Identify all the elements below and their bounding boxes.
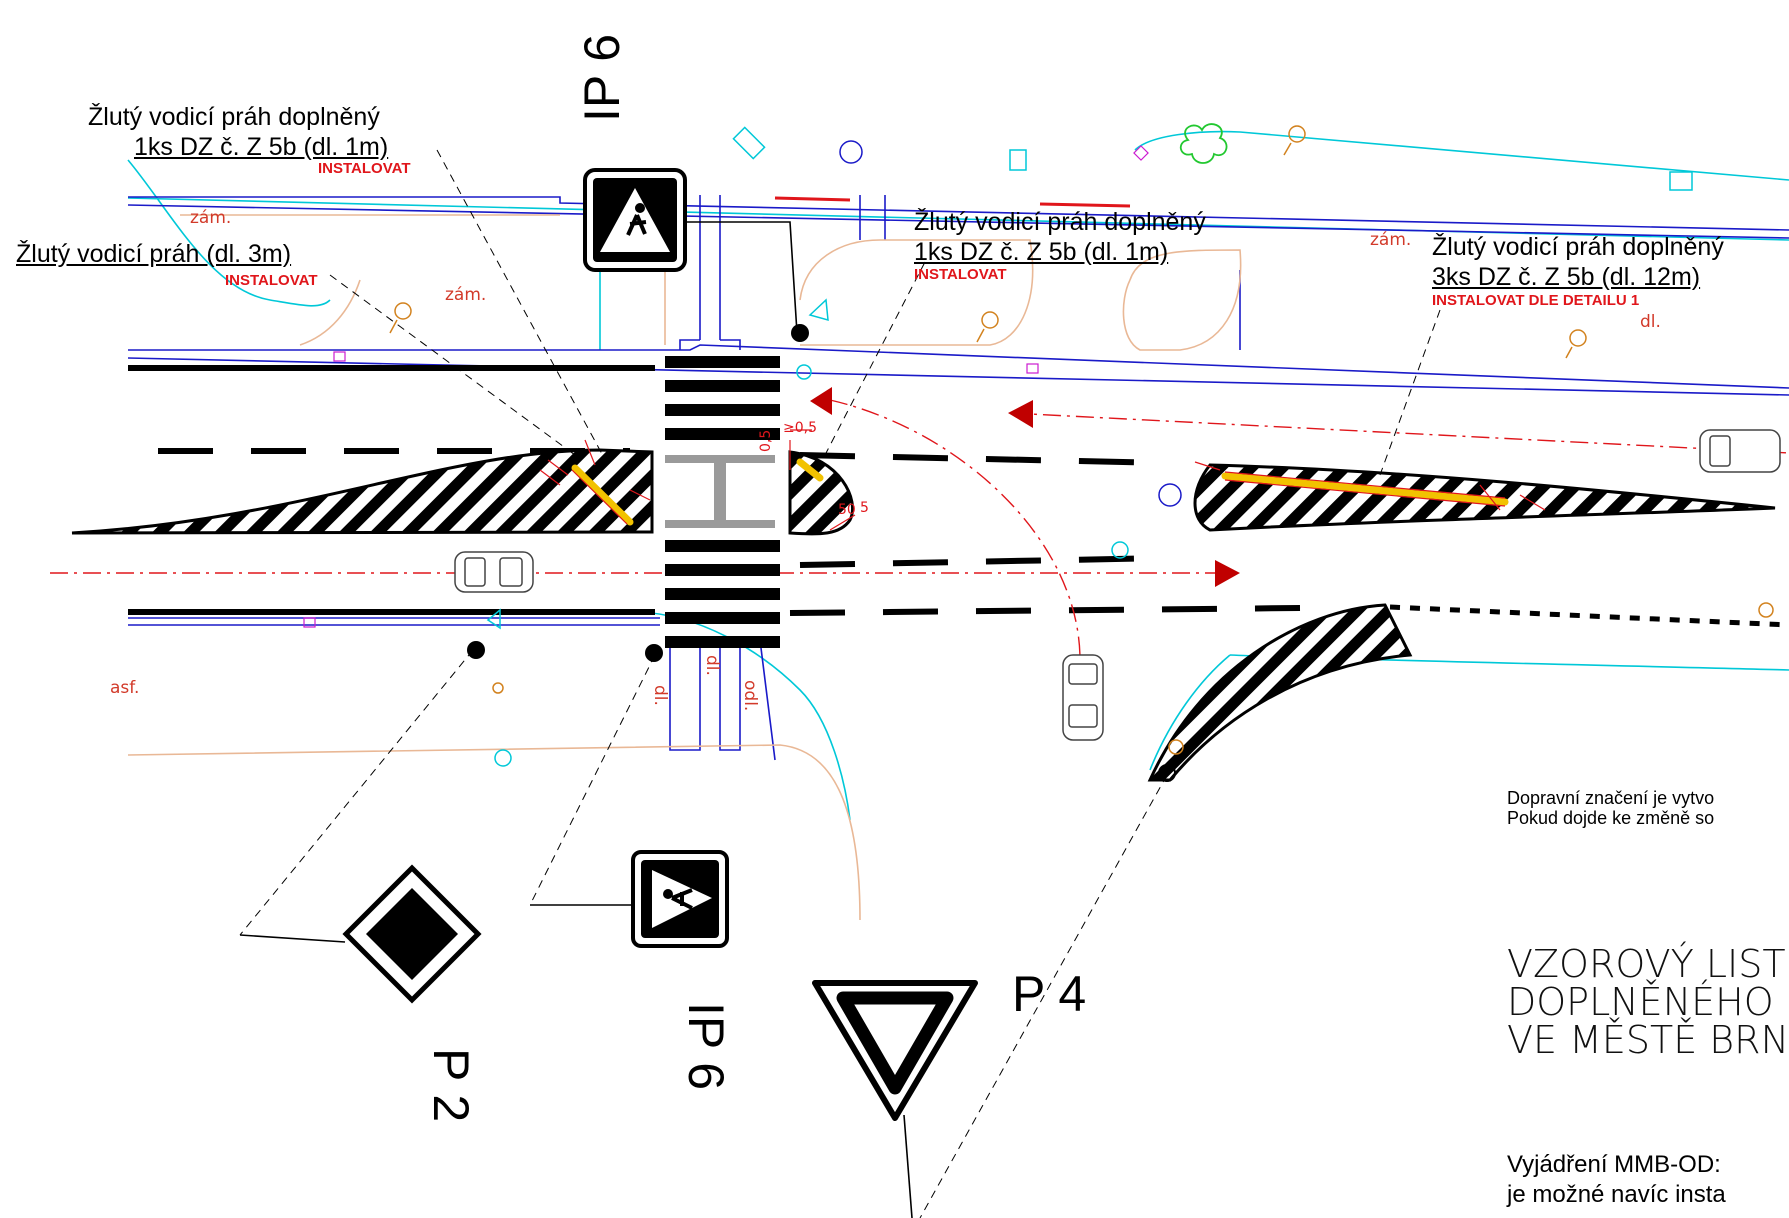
surface-label-zam-1: zám. [190, 208, 232, 228]
ip6-sign-top [583, 168, 687, 272]
cyan-symbols [486, 126, 1693, 767]
sign-leaders-solid [239, 221, 913, 1218]
leader-lines [239, 149, 1441, 1218]
sign-poles [467, 324, 1176, 782]
red-curb-segments [774, 196, 1131, 208]
annotation-a4-line1: Žlutý vodicí práh doplněný [1432, 233, 1724, 261]
vehicles [454, 429, 1781, 741]
dimension-min-0-5: ≥0,5 [783, 420, 817, 436]
surface-label-odl: odl. [740, 680, 760, 712]
annotation-a1-line1: Žlutý vodicí práh doplněný [88, 103, 380, 131]
surface-label-dl-3: dl. [702, 655, 722, 676]
annotation-a1-action: INSTALOVAT [318, 160, 411, 177]
sign-name-p4: P 4 [1012, 966, 1087, 1022]
utility-symbols [389, 125, 1774, 755]
note-line-1: Dopravní značení je vytvo [1507, 788, 1715, 808]
pedestrian-crossing [665, 356, 780, 648]
remark-line-1: Vyjádření MMB-OD: [1507, 1151, 1721, 1178]
surface-label-asf: asf. [110, 678, 140, 698]
surface-label-dl-1: dl. [1640, 312, 1661, 332]
annotation-a2-line1: Žlutý vodicí práh (dl. 3m) [16, 240, 292, 268]
yellow-threshold-outlines [571, 469, 1506, 525]
surface-label-zam-3: zám. [1370, 230, 1412, 250]
title-line-3: VE MĚSTĚ BRN [1507, 1018, 1789, 1062]
p2-sign [342, 864, 482, 1004]
dimension-50: 50 [838, 502, 856, 518]
h-marking [665, 455, 775, 528]
annotation-a3-action: INSTALOVAT [914, 266, 1007, 283]
note-line-2: Pokud dojde ke změně so [1507, 808, 1715, 828]
annotation-a2-action: INSTALOVAT [225, 272, 318, 289]
p4-sign [812, 980, 978, 1121]
title-line-1: VZOROVÝ LIST [1507, 942, 1786, 986]
ip6-sign-bottom [631, 850, 729, 948]
dimension-5: 5 [860, 500, 869, 516]
dimension-ticks [539, 429, 1546, 531]
sign-name-ip6-bottom: IP 6 [678, 1002, 734, 1091]
annotation-a4-action: INSTALOVAT DLE DETAILU 1 [1432, 292, 1640, 309]
annotation-a3-line2: 1ks DZ č. Z 5b (dl. 1m) [914, 238, 1169, 266]
yellow-thresholds [571, 458, 1509, 526]
centerline [50, 399, 1789, 661]
dimension-0-5: 0,5 [758, 429, 774, 452]
sign-name-p2: P 2 [423, 1048, 479, 1123]
direction-arrows [810, 387, 1240, 587]
annotation-a3-line1: Žlutý vodicí práh doplněný [914, 208, 1206, 236]
title-line-2: DOPLNĚNÉHO [1507, 980, 1774, 1024]
curb-lines [127, 195, 1789, 761]
surface-label-zam-2: zám. [445, 285, 487, 305]
sign-name-ip6-top: IP 6 [574, 33, 630, 122]
annotation-a4-line2: 3ks DZ č. Z 5b (dl. 12m) [1432, 263, 1701, 291]
annotation-a1-line2: 1ks DZ č. Z 5b (dl. 1m) [134, 133, 389, 161]
remark-line-2: je možné navíc insta [1507, 1181, 1726, 1208]
misc-symbols [303, 123, 1228, 628]
surface-label-dl-2: dl. [650, 685, 670, 706]
